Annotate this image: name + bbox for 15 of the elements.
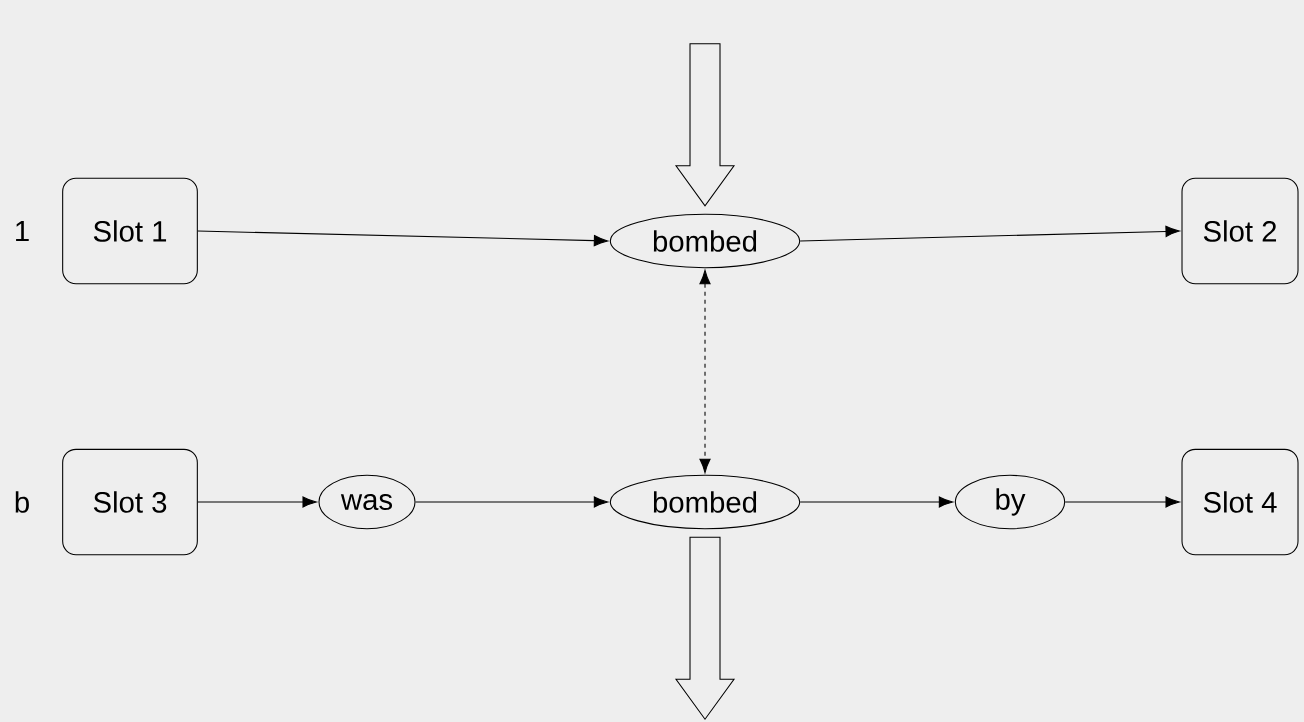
- slot-box: Slot 4: [1181, 448, 1299, 556]
- arrow: [415, 496, 609, 508]
- block-arrow: [674, 536, 736, 721]
- slot-box: Slot 3: [62, 448, 198, 556]
- slot-box: Slot 1: [62, 177, 198, 285]
- arrow: [197, 496, 317, 508]
- row-label: 1: [16, 220, 29, 242]
- row-label: b: [15, 491, 29, 513]
- arrow: [197, 230, 609, 247]
- arrow: [1064, 496, 1180, 508]
- arrow: [799, 225, 1180, 242]
- block-arrow: [674, 43, 736, 207]
- arrow: [799, 496, 954, 508]
- slot-box: Slot 2: [1181, 177, 1299, 285]
- arrow: [699, 269, 711, 474]
